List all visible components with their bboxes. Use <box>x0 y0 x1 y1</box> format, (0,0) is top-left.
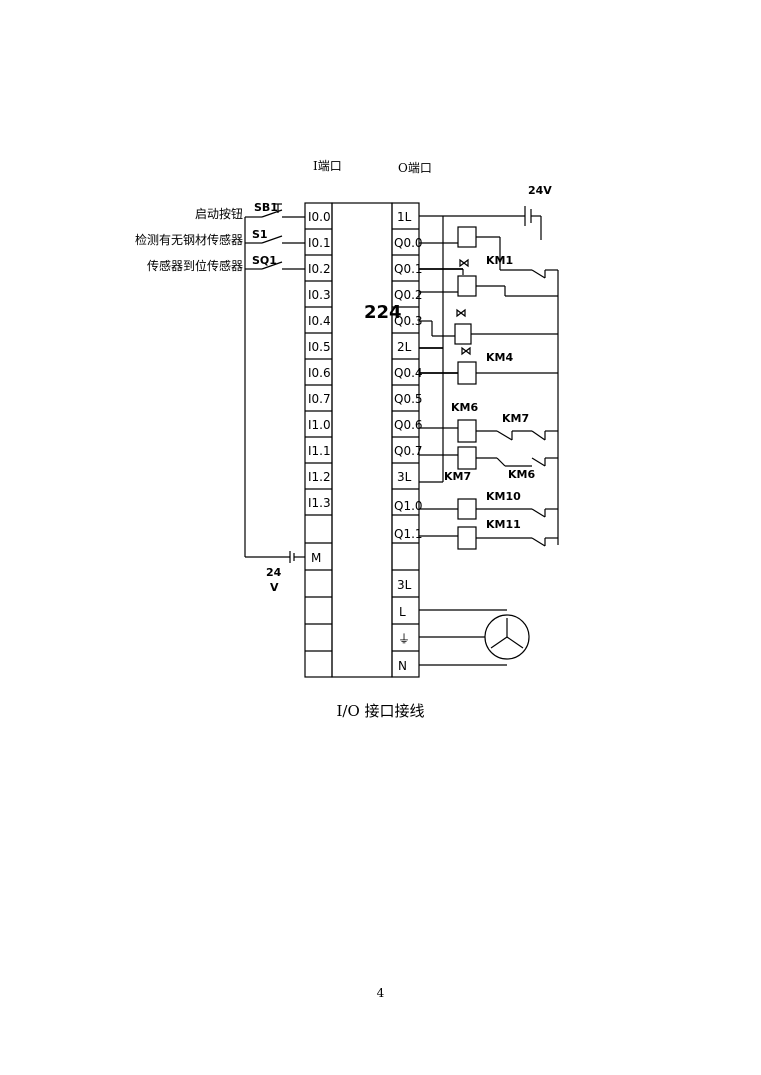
power-terminal-l: L <box>399 605 406 619</box>
input-supply-label-top: 24 <box>266 566 282 579</box>
input-terminal: I1.2 <box>308 470 331 484</box>
input-terminal: I0.1 <box>308 236 331 250</box>
output-terminal: Q1.1 <box>394 527 423 541</box>
output-terminal: Q0.4 <box>394 366 423 380</box>
input-terminal: I0.3 <box>308 288 331 302</box>
input-label-position-sensor: 传感器到位传感器 <box>147 258 243 273</box>
output-terminal: Q0.2 <box>394 288 423 302</box>
o-port-label: O端口 <box>398 161 432 175</box>
input-supply-label-bottom: V <box>270 581 279 594</box>
input-terminal: I0.0 <box>308 210 331 224</box>
input-terminal: I0.2 <box>308 262 331 276</box>
output-terminal-column <box>391 202 420 678</box>
coil-km10 <box>457 498 477 520</box>
coil-q00 <box>457 226 477 248</box>
coil-label: KM10 <box>486 490 521 503</box>
input-label-start-button: 启动按钮 <box>195 206 243 221</box>
coil-label: KM1 <box>486 254 513 267</box>
input-terminal-column <box>304 202 333 678</box>
output-terminal: Q0.6 <box>394 418 423 432</box>
device-sq1: SQ1 <box>252 254 277 267</box>
ground-terminal-icon: ⏚ <box>398 632 410 646</box>
output-terminal: Q0.0 <box>394 236 423 250</box>
power-terminal-3l: 3L <box>397 578 412 592</box>
output-terminal: Q0.1 <box>394 262 423 276</box>
i-port-label: I端口 <box>313 159 342 173</box>
coil-km4 <box>457 361 477 385</box>
coil-km7 <box>457 446 477 470</box>
coil-label: KM6 <box>451 401 478 414</box>
input-terminal: I0.4 <box>308 314 331 328</box>
input-terminal: I1.0 <box>308 418 331 432</box>
output-terminal: Q0.7 <box>394 444 423 458</box>
output-terminal: Q0.5 <box>394 392 423 406</box>
coil-km1 <box>457 275 477 297</box>
input-terminal: I0.6 <box>308 366 331 380</box>
coil-label: KM4 <box>486 351 513 364</box>
plc-model: 224 <box>364 302 402 323</box>
input-terminal: I0.5 <box>308 340 331 354</box>
solenoid-valve <box>454 323 472 345</box>
output-terminal: Q0.3 <box>394 314 423 328</box>
figure-caption: I/O 接口接线 <box>336 702 425 720</box>
coil-label: KM7 <box>502 412 529 425</box>
device-s1: S1 <box>252 228 268 241</box>
device-sb1: SB1 <box>254 201 278 214</box>
output-terminal: 3L <box>397 470 412 484</box>
input-terminal: I1.3 <box>308 496 331 510</box>
output-terminal: 1L <box>397 210 412 224</box>
valve-symbol <box>459 258 469 268</box>
input-label-steel-detect: 检测有无钢材传感器 <box>135 232 243 247</box>
plc-body <box>331 202 393 678</box>
coil-km6 <box>457 419 477 443</box>
power-terminal-n: N <box>398 659 407 673</box>
coil-label: KM7 <box>444 470 471 483</box>
input-terminal: I0.7 <box>308 392 331 406</box>
coil-label: KM6 <box>508 468 535 481</box>
output-terminal: Q1.0 <box>394 499 423 513</box>
coil-label: KM11 <box>486 518 521 531</box>
input-common-terminal: M <box>311 551 321 565</box>
motor-symbol <box>484 614 530 660</box>
coil-km11 <box>457 526 477 550</box>
output-terminal: 2L <box>397 340 412 354</box>
output-supply-label: 24V <box>528 184 552 197</box>
page-number: 4 <box>376 986 385 1000</box>
input-terminal: I1.1 <box>308 444 331 458</box>
